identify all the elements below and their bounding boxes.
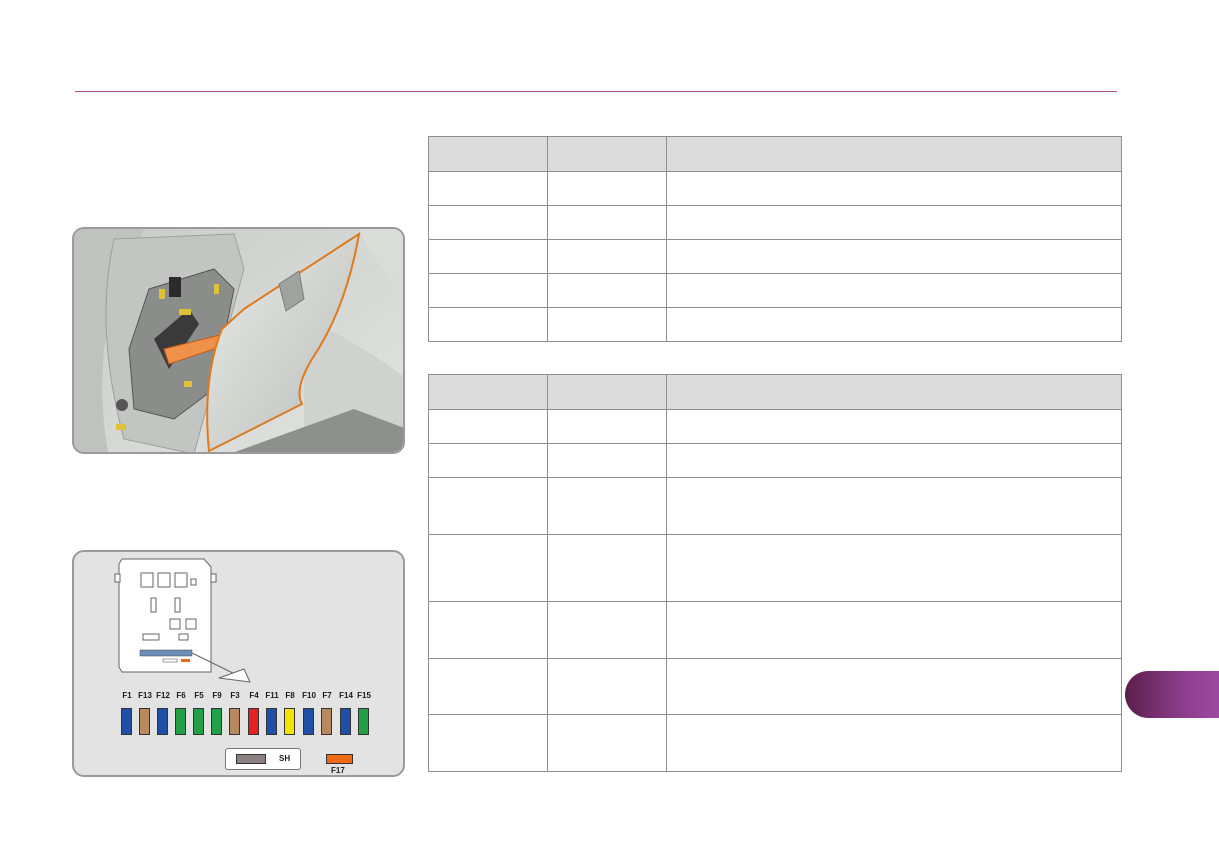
table-cell <box>547 307 667 342</box>
fuse-label-f6: F6 <box>176 691 186 700</box>
shunt-box: SH <box>225 748 301 770</box>
table-cell <box>666 477 1122 535</box>
table-header-cell <box>666 374 1122 410</box>
table-row <box>428 273 1122 308</box>
table-cell <box>547 714 667 772</box>
table-cell <box>547 239 667 274</box>
table-cell <box>428 239 548 274</box>
table-row <box>428 477 1122 535</box>
table-header-cell <box>428 374 548 410</box>
fuse-f15 <box>358 708 369 735</box>
table-row <box>428 409 1122 444</box>
table-cell <box>428 205 548 240</box>
fuse-label-f12: F12 <box>156 691 170 700</box>
table-cell <box>428 409 548 444</box>
table-cell <box>547 273 667 308</box>
table-row <box>428 307 1122 342</box>
fuse-f12 <box>157 708 168 735</box>
fuse-f1 <box>121 708 132 735</box>
fuse-label-f3: F3 <box>230 691 240 700</box>
table-cell <box>428 658 548 715</box>
table-cell <box>428 534 548 602</box>
fuse-f9 <box>211 708 222 735</box>
table-row <box>428 205 1122 240</box>
table-cell <box>547 601 667 659</box>
fuse-box-outline <box>114 558 251 683</box>
dashboard-glovebox-illustration <box>74 229 403 452</box>
fuse-f4 <box>248 708 259 735</box>
fuse-label-f4: F4 <box>249 691 259 700</box>
table-cell <box>666 601 1122 659</box>
table-row <box>428 239 1122 274</box>
fuse-f10 <box>303 708 314 735</box>
fuse-f17 <box>326 754 353 764</box>
fuse-label-f9: F9 <box>212 691 222 700</box>
table-cell <box>428 273 548 308</box>
table-cell <box>666 307 1122 342</box>
fuse-table-2 <box>428 374 1122 772</box>
fuse-f13 <box>139 708 150 735</box>
fuse-table-1 <box>428 136 1122 342</box>
table-cell <box>547 658 667 715</box>
table-header-cell <box>547 374 667 410</box>
table-cell <box>666 171 1122 206</box>
table-cell <box>428 477 548 535</box>
table-cell <box>666 714 1122 772</box>
table-row <box>428 601 1122 659</box>
fuse-label-f13: F13 <box>138 691 152 700</box>
fuse-f5 <box>193 708 204 735</box>
table-cell <box>428 307 548 342</box>
fuse-f6 <box>175 708 186 735</box>
table-row <box>428 534 1122 602</box>
table-cell <box>428 601 548 659</box>
table-row <box>428 658 1122 715</box>
header-rule <box>75 91 1117 92</box>
fuse-f11 <box>266 708 277 735</box>
table-header-cell <box>666 136 1122 172</box>
table-header-row <box>428 374 1122 410</box>
table-header-row <box>428 136 1122 172</box>
chapter-tab[interactable] <box>1125 671 1219 718</box>
table-cell <box>547 443 667 478</box>
fuse-f7 <box>321 708 332 735</box>
table-row <box>428 443 1122 478</box>
fuse-f3 <box>229 708 240 735</box>
table-header-cell <box>428 136 548 172</box>
fuse-label-f11: F11 <box>265 691 279 700</box>
fuse-label-f5: F5 <box>194 691 204 700</box>
table-cell <box>547 477 667 535</box>
shunt-label: SH <box>279 754 291 763</box>
table-cell <box>666 239 1122 274</box>
table-cell <box>666 443 1122 478</box>
glovebox-photo <box>72 227 405 454</box>
table-cell <box>666 273 1122 308</box>
table-cell <box>666 409 1122 444</box>
fuse-label-f15: F15 <box>357 691 371 700</box>
table-cell <box>547 171 667 206</box>
table-cell <box>547 205 667 240</box>
table-cell <box>547 534 667 602</box>
table-cell <box>428 171 548 206</box>
fuse-f8 <box>284 708 295 735</box>
fuse-box-diagram: F1 F13 F12 F6 F5 F9 F3 F4 F11 F8 F10 F7 … <box>72 550 405 777</box>
fuse-label-f10: F10 <box>302 691 316 700</box>
table-row <box>428 171 1122 206</box>
fuse-label-f8: F8 <box>285 691 295 700</box>
fuse-label-f1: F1 <box>122 691 132 700</box>
table-cell <box>666 205 1122 240</box>
fuse-label-f14: F14 <box>339 691 353 700</box>
table-cell <box>666 534 1122 602</box>
table-cell <box>666 658 1122 715</box>
fuse-label-f17: F17 <box>331 766 345 775</box>
fuse-label-f7: F7 <box>322 691 332 700</box>
fuse-labels-row: F1 F13 F12 F6 F5 F9 F3 F4 F11 F8 F10 F7 … <box>74 691 403 703</box>
table-row <box>428 714 1122 772</box>
table-header-cell <box>547 136 667 172</box>
shunt-swatch <box>236 754 266 764</box>
table-cell <box>428 443 548 478</box>
table-cell <box>547 409 667 444</box>
fuse-f14 <box>340 708 351 735</box>
table-cell <box>428 714 548 772</box>
